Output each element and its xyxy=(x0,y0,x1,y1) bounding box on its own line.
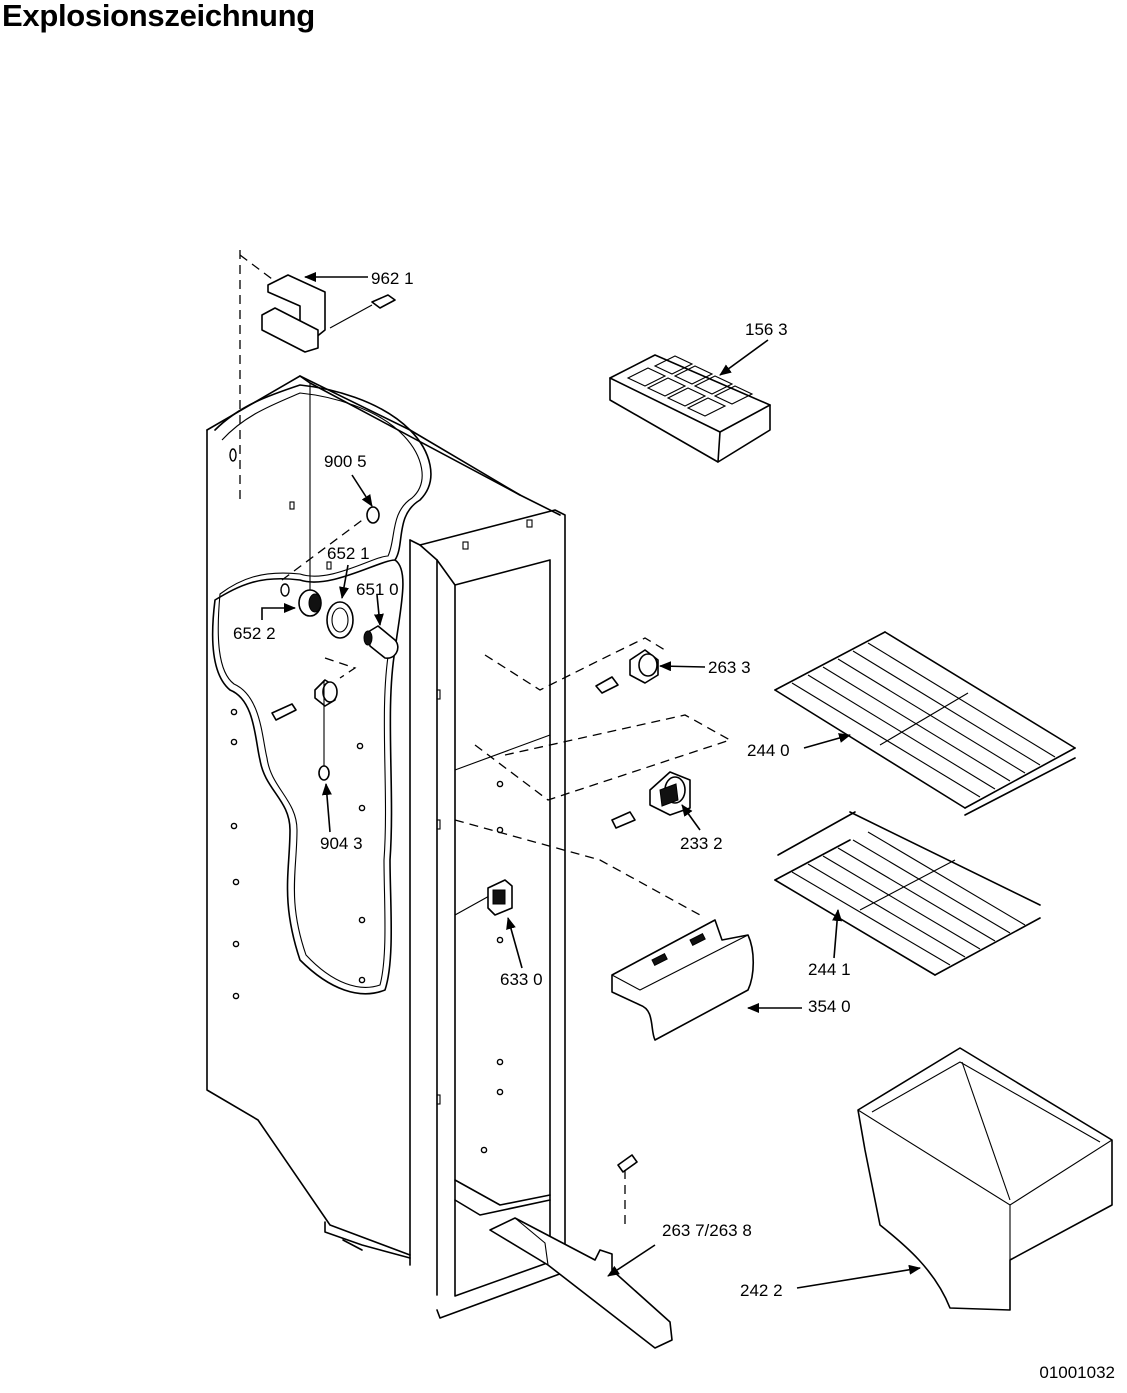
part-6330-door-switch xyxy=(487,879,513,916)
part-2440-wire-shelf xyxy=(774,631,1076,816)
freezer-cabinet xyxy=(206,375,566,1319)
thermostat-knob xyxy=(271,657,357,721)
part-9043-screw xyxy=(318,680,330,781)
part-1563-ice-tray xyxy=(609,354,771,463)
callout-9005: 900 5 xyxy=(324,452,367,471)
part-6522-lamp-socket xyxy=(298,589,322,617)
part-6510-lamp-bulb xyxy=(363,625,399,659)
callout-9621: 962 1 xyxy=(371,269,414,288)
callout-2440: 244 0 xyxy=(747,741,790,760)
part-9621-hinge-bracket xyxy=(261,274,396,353)
callout-6522: 652 2 xyxy=(233,624,276,643)
part-9005-screw xyxy=(281,506,380,581)
callout-6330: 633 0 xyxy=(500,970,543,989)
callout-1563: 156 3 xyxy=(745,320,788,339)
callout-6521: 652 1 xyxy=(327,544,370,563)
part-2422-storage-bin xyxy=(857,1047,1113,1311)
drawing-number: 01001032 xyxy=(1039,1363,1115,1382)
part-2332-shelf-bracket xyxy=(474,714,732,829)
part-6521-lamp-holder xyxy=(326,601,354,639)
callout-26378: 263 7/263 8 xyxy=(662,1221,752,1240)
part-2441-wire-shelf xyxy=(774,811,1041,976)
part-2633-shelf-support xyxy=(484,637,666,694)
callout-2441: 244 1 xyxy=(808,960,851,979)
leader-arrows xyxy=(261,272,921,1289)
part-3540-cover-channel xyxy=(454,819,755,1041)
callout-2422: 242 2 xyxy=(740,1281,783,1300)
callout-3540: 354 0 xyxy=(808,997,851,1016)
callout-6510: 651 0 xyxy=(356,580,399,599)
callout-9043: 904 3 xyxy=(320,834,363,853)
callout-2633: 263 3 xyxy=(708,658,751,677)
callout-2332: 233 2 xyxy=(680,834,723,853)
page-title: Explosionszeichnung xyxy=(2,0,315,33)
